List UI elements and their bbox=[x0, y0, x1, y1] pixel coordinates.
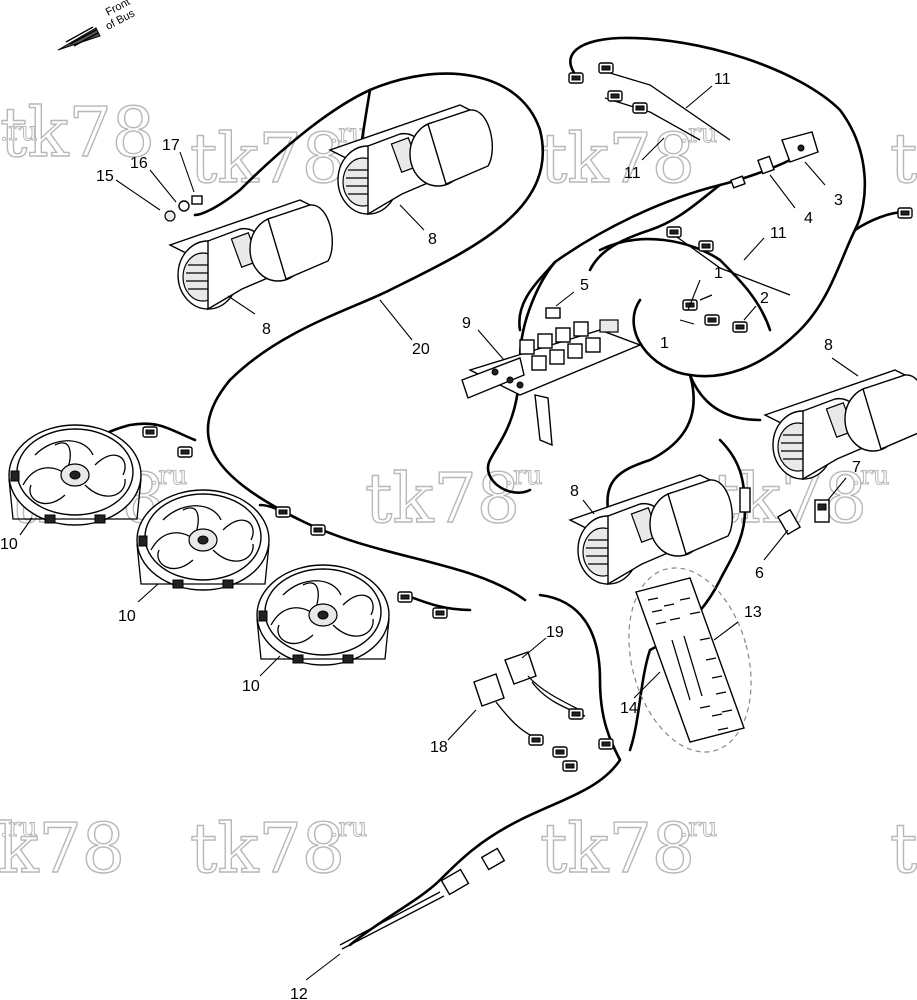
callout-8: 8 bbox=[570, 483, 579, 500]
callout-10: 10 bbox=[0, 536, 18, 553]
callout-8: 8 bbox=[428, 231, 437, 248]
watermark: tk78 bbox=[540, 810, 695, 889]
callout-2: 2 bbox=[760, 290, 769, 307]
callout-11: 11 bbox=[770, 225, 787, 242]
watermark-suffix: .ru bbox=[0, 117, 37, 147]
hardware-15-17 bbox=[164, 195, 203, 222]
callout-5: 5 bbox=[580, 277, 589, 294]
watermark: tk78 bbox=[0, 810, 125, 889]
sensor-19 bbox=[504, 651, 586, 720]
callout-6: 6 bbox=[755, 565, 764, 582]
callout-1: 1 bbox=[660, 335, 669, 352]
callout-9: 9 bbox=[462, 315, 471, 332]
front-of-bus-indicator: Front of Bus bbox=[57, 0, 137, 51]
fan-left bbox=[8, 424, 142, 526]
watermark: tk78 bbox=[0, 94, 155, 173]
switch-3 bbox=[781, 131, 819, 163]
watermark-suffix: .ru bbox=[680, 813, 717, 843]
watermark: tk78 bbox=[365, 460, 520, 539]
connector-6 bbox=[739, 487, 802, 536]
callout-labels: 1 1 2 3 4 5 6 7 8 8 8 8 9 10 10 10 11 11… bbox=[0, 71, 861, 1000]
callout-11: 11 bbox=[624, 165, 641, 182]
sensor-7 bbox=[814, 499, 830, 523]
callout-3: 3 bbox=[834, 192, 843, 209]
callout-7: 7 bbox=[852, 459, 861, 476]
callout-20: 20 bbox=[412, 341, 430, 358]
sensor-18 bbox=[473, 673, 614, 772]
probe-12 bbox=[339, 847, 506, 950]
fan-right bbox=[256, 564, 390, 666]
callout-18: 18 bbox=[430, 739, 448, 756]
callout-16: 16 bbox=[130, 155, 148, 172]
connectors-1-2 bbox=[682, 294, 748, 333]
fan-middle bbox=[136, 489, 270, 591]
callout-11: 11 bbox=[714, 71, 731, 88]
sensor-leads-11 bbox=[568, 62, 791, 296]
callout-13: 13 bbox=[744, 604, 762, 621]
label-sheet-13-14 bbox=[628, 567, 752, 753]
callout-17: 17 bbox=[162, 137, 180, 154]
connector-5 bbox=[545, 307, 561, 319]
callout-1: 1 bbox=[714, 265, 723, 282]
watermark: tk78 bbox=[890, 120, 917, 199]
watermark: tk78 bbox=[540, 120, 695, 199]
blower-center bbox=[569, 474, 734, 585]
callout-4: 4 bbox=[804, 210, 813, 227]
connector-right-edge bbox=[897, 207, 913, 219]
callout-14: 14 bbox=[620, 700, 638, 717]
blower-top-left bbox=[169, 199, 334, 310]
relay-board bbox=[461, 307, 642, 447]
watermark: tk78 bbox=[190, 120, 345, 199]
callout-8: 8 bbox=[262, 321, 271, 338]
connector-4 bbox=[730, 155, 775, 189]
watermark-suffix: .ru bbox=[0, 813, 37, 843]
callout-15: 15 bbox=[96, 168, 114, 185]
watermark: tk78 bbox=[190, 810, 345, 889]
leader-lines bbox=[19, 85, 859, 981]
callout-10: 10 bbox=[242, 678, 260, 695]
callout-10: 10 bbox=[118, 608, 136, 625]
watermark-suffix: .ru bbox=[505, 461, 542, 491]
watermark-suffix: .ru bbox=[852, 461, 889, 491]
watermark-suffix: .ru bbox=[330, 813, 367, 843]
callout-19: 19 bbox=[546, 624, 564, 641]
watermark: tk78 bbox=[890, 810, 917, 889]
watermark-suffix: .ru bbox=[150, 461, 187, 491]
watermark-suffix: .ru bbox=[680, 119, 717, 149]
callout-8: 8 bbox=[824, 337, 833, 354]
callout-12: 12 bbox=[290, 986, 308, 1000]
